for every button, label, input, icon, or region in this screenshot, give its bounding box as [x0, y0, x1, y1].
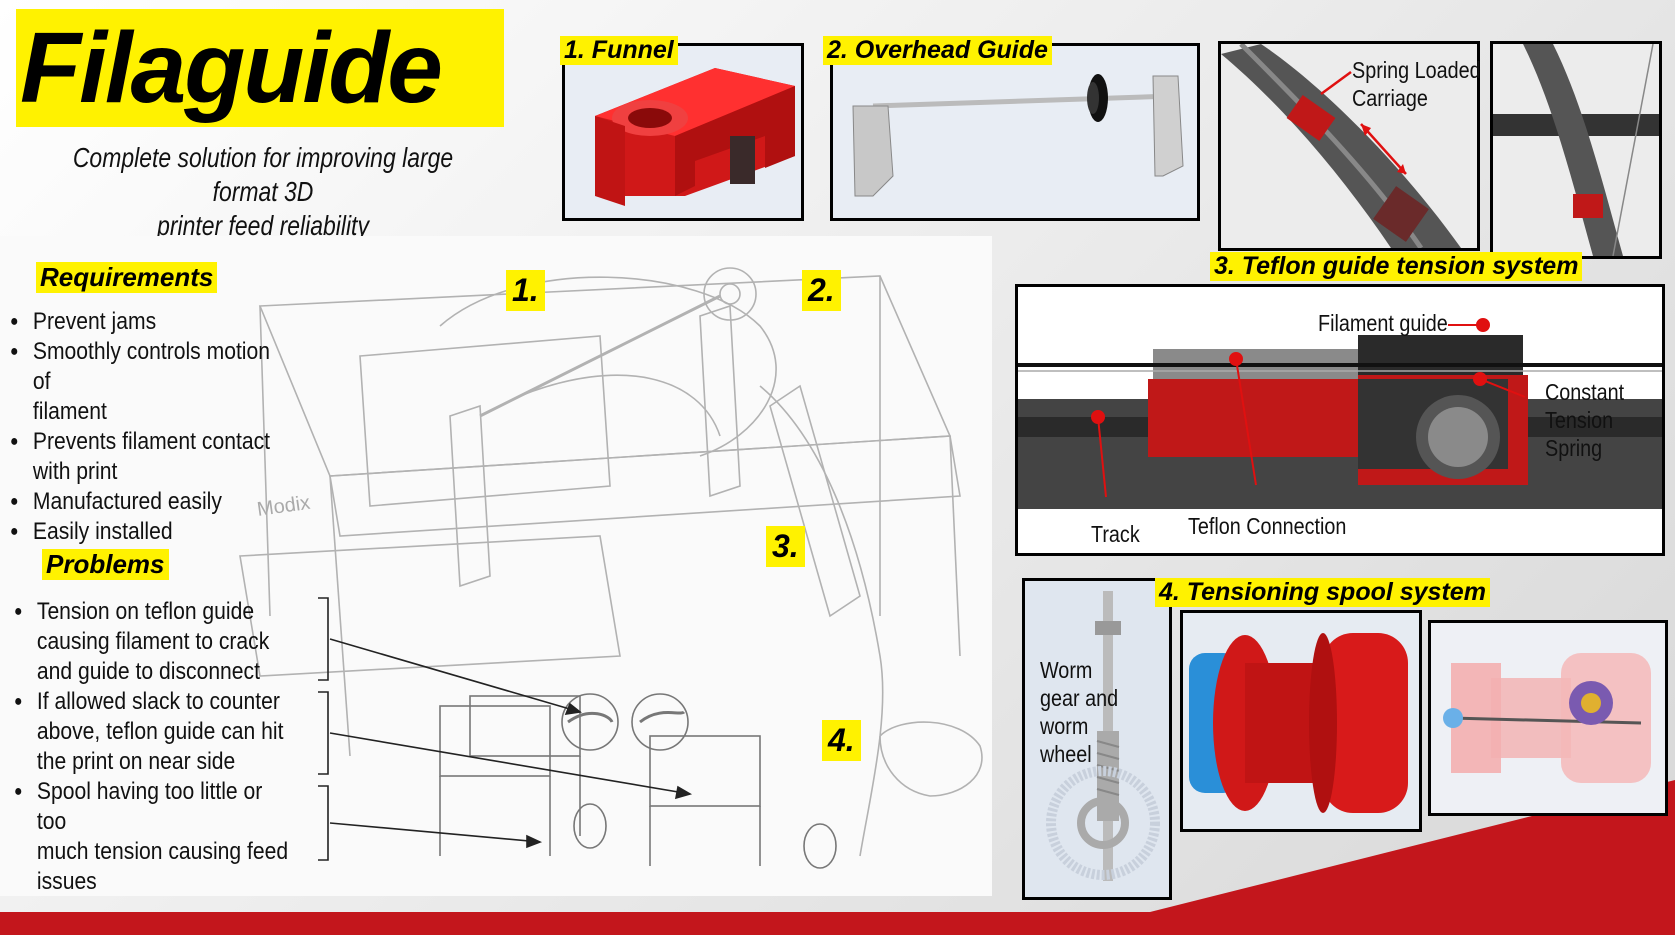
funnel-label: 1. Funnel	[560, 36, 678, 65]
overhead-guide-label: 2. Overhead Guide	[823, 36, 1052, 65]
spring-carriage-label: Spring Loaded Carriage	[1352, 57, 1481, 111]
marker-4: 4.	[822, 720, 861, 761]
worm-gear-label: Worm gear and worm wheel	[1040, 657, 1119, 767]
problems-heading: Problems	[42, 549, 169, 580]
teflon-connection-label: Teflon Connection	[1188, 513, 1347, 539]
subtitle: Complete solution for improving large fo…	[72, 142, 454, 241]
spring-carriage-render	[1218, 41, 1480, 251]
funnel-part-image	[595, 68, 795, 206]
overhead-guide-image	[852, 74, 1184, 197]
marker-1: 1.	[506, 270, 545, 311]
list-item: Prevent jams	[10, 307, 292, 337]
spool-system-label: 4. Tensioning spool system	[1155, 578, 1490, 607]
worm-gear-image	[1046, 591, 1160, 881]
constant-spring-label: Constant Tension Spring	[1545, 379, 1625, 461]
list-item: Easily installed	[10, 517, 292, 547]
worm-gear-panel	[1022, 578, 1172, 900]
filament-guide-label: Filament guide	[1318, 310, 1448, 336]
requirements-heading: Requirements	[36, 262, 218, 293]
spool-solid-image	[1189, 633, 1408, 813]
requirements-list: Prevent jams Smoothly controls motion of…	[10, 307, 330, 547]
carriage-side-image	[1493, 44, 1659, 256]
teflon-tension-cutaway	[1015, 284, 1665, 556]
funnel-render-panel	[562, 43, 804, 221]
cutaway-image	[1018, 318, 1662, 509]
spool-xray-panel	[1428, 620, 1668, 816]
teflon-system-label: 3. Teflon guide tension system	[1210, 252, 1583, 281]
title-highlight	[16, 9, 504, 127]
carriage-image	[1221, 44, 1461, 248]
marker-2: 2.	[802, 270, 841, 311]
spool-solid-panel	[1180, 610, 1422, 832]
carriage-side-render	[1490, 41, 1662, 259]
spool-xray-image	[1443, 653, 1651, 783]
marker-3: 3.	[766, 526, 805, 567]
printer-sketch-drawing: Modix	[239, 267, 983, 869]
list-item: Manufactured easily	[10, 487, 292, 517]
bottom-red-bar	[0, 912, 1675, 935]
page-title: Filaguide	[20, 12, 443, 124]
track-label: Track	[1091, 521, 1140, 547]
overhead-guide-panel	[830, 43, 1200, 221]
